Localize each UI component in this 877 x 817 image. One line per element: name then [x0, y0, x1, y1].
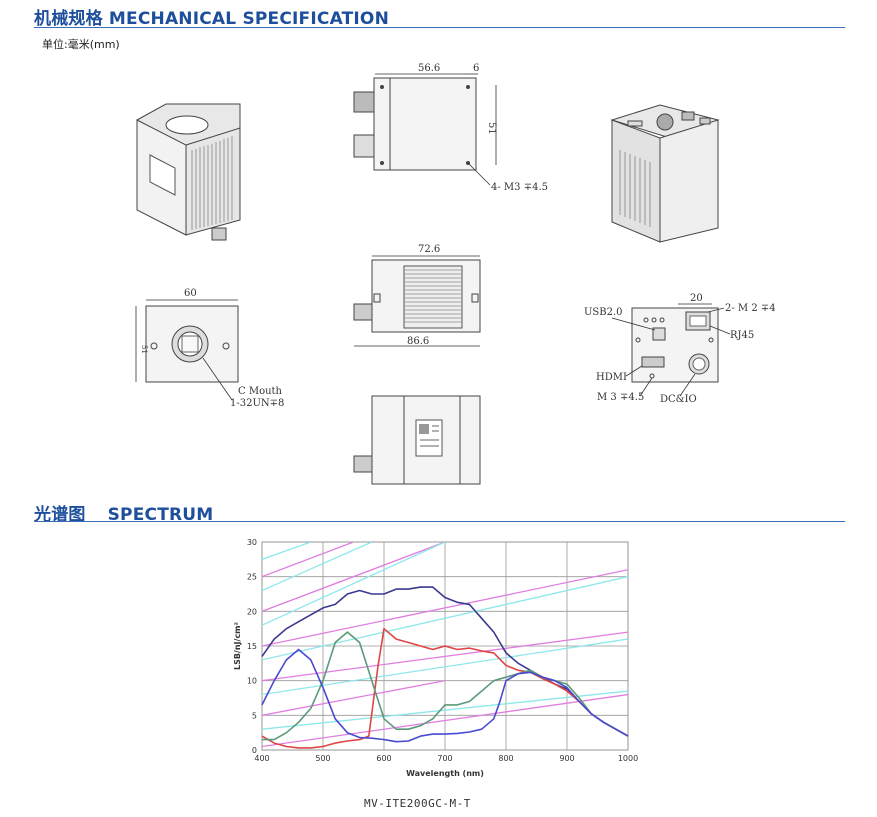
- dim-56-6: 56.6: [418, 63, 440, 74]
- reference-line-cyan: [262, 542, 312, 560]
- y-tick-label: 5: [252, 711, 257, 720]
- chart-caption: MV-ITE200GC-M-T: [364, 797, 471, 810]
- spectrum-chart: 400 500 600 700 800 900 1000 0 5 10 15 20 25 30 Wavel…: [233, 538, 638, 778]
- x-tick-label: 900: [559, 754, 574, 763]
- iso-view-right: [610, 104, 720, 243]
- section-rule: [34, 27, 845, 28]
- mount-label-2: 1-32UN∓8: [230, 398, 284, 409]
- reference-line-magenta: [262, 693, 628, 748]
- y-tick-label: 15: [247, 642, 257, 651]
- label-rj45: RJ45: [730, 330, 754, 341]
- section-title-spectrum: 光谱图 SPECTRUM: [34, 500, 213, 525]
- dim-6: 6: [473, 63, 479, 74]
- x-tick-label: 700: [437, 754, 452, 763]
- side-view-top: 56.6 6 51 4- M3 ∓4.5: [353, 63, 548, 193]
- y-tick-label: 20: [247, 607, 257, 616]
- reference-lines-clipped: [262, 542, 628, 748]
- reference-line-magenta: [262, 542, 446, 612]
- mount-label-1: C Mouth: [238, 386, 283, 397]
- hole-note-m3: 4- M3 ∓4.5: [491, 182, 548, 193]
- section-rule-spectrum: [34, 521, 845, 522]
- bottom-view: [353, 395, 481, 485]
- dim-86-6: 86.6: [407, 336, 429, 347]
- hole-note-m2: 2- M 2 ∓4: [725, 303, 776, 314]
- chart-axes: 400 500 600 700 800 900 1000 0 5 10 15 20 25 30: [247, 538, 638, 763]
- x-tick-label: 1000: [618, 754, 638, 763]
- dim-20: 20: [690, 293, 703, 304]
- y-tick-label: 10: [247, 677, 257, 686]
- dim-51: 51: [486, 122, 497, 135]
- x-tick-label: 500: [315, 754, 330, 763]
- spectrum-title-en: SPECTRUM: [107, 505, 214, 525]
- y-axis-label: LSB/nJ/cm²: [233, 621, 242, 670]
- mechanical-drawings: 56.6 6 51 4- M3 ∓4.5 60 51 C: [135, 63, 776, 485]
- reference-line-magenta: [262, 542, 354, 578]
- label-dc-io: DC&IO: [660, 394, 697, 405]
- y-tick-label: 30: [247, 538, 257, 547]
- series-line-4: [261, 648, 629, 743]
- reference-line-cyan: [262, 542, 446, 626]
- label-hdmi: HDMI: [596, 372, 627, 383]
- series-line-1: [261, 586, 629, 737]
- reference-line-magenta: [262, 569, 628, 647]
- dim-72-6: 72.6: [418, 244, 440, 255]
- reference-line-cyan: [262, 542, 373, 592]
- hole-note-m3-rear: M 3 ∓4.5: [597, 392, 644, 403]
- reference-line-magenta: [262, 680, 446, 716]
- x-tick-label: 600: [376, 754, 391, 763]
- series-line-2: [261, 627, 629, 749]
- front-view: 60 51 C Mouth 1-32UN∓8: [135, 288, 284, 409]
- iso-view-left: [136, 103, 241, 241]
- reference-line-magenta: [262, 631, 628, 682]
- unit-note: 单位:毫米(mm): [42, 38, 120, 51]
- y-tick-label: 25: [247, 573, 257, 582]
- side-view-mid: 72.6 86.6: [353, 244, 481, 347]
- section-title-mechanical: 机械规格 MECHANICAL SPECIFICATION: [34, 9, 390, 29]
- series-line-3: [262, 631, 629, 741]
- y-tick-label: 0: [252, 746, 257, 755]
- reference-line-cyan: [262, 690, 628, 730]
- x-axis-label: Wavelength (nm): [406, 769, 484, 778]
- reference-lines: [262, 542, 628, 748]
- label-usb: USB2.0: [584, 307, 623, 318]
- dim-60: 60: [184, 288, 197, 299]
- reference-line-cyan: [262, 576, 628, 661]
- x-tick-label: 400: [254, 754, 269, 763]
- reference-line-cyan: [262, 638, 628, 696]
- chart-series: [261, 586, 629, 749]
- x-tick-label: 800: [498, 754, 513, 763]
- rear-view: 20 2- M 2 ∓4 USB2.0 RJ45 HDMI M 3 ∓4.5 D…: [584, 293, 776, 405]
- spectrum-title-cn: 光谱图: [34, 505, 86, 525]
- dim-51-front: 51: [140, 345, 148, 354]
